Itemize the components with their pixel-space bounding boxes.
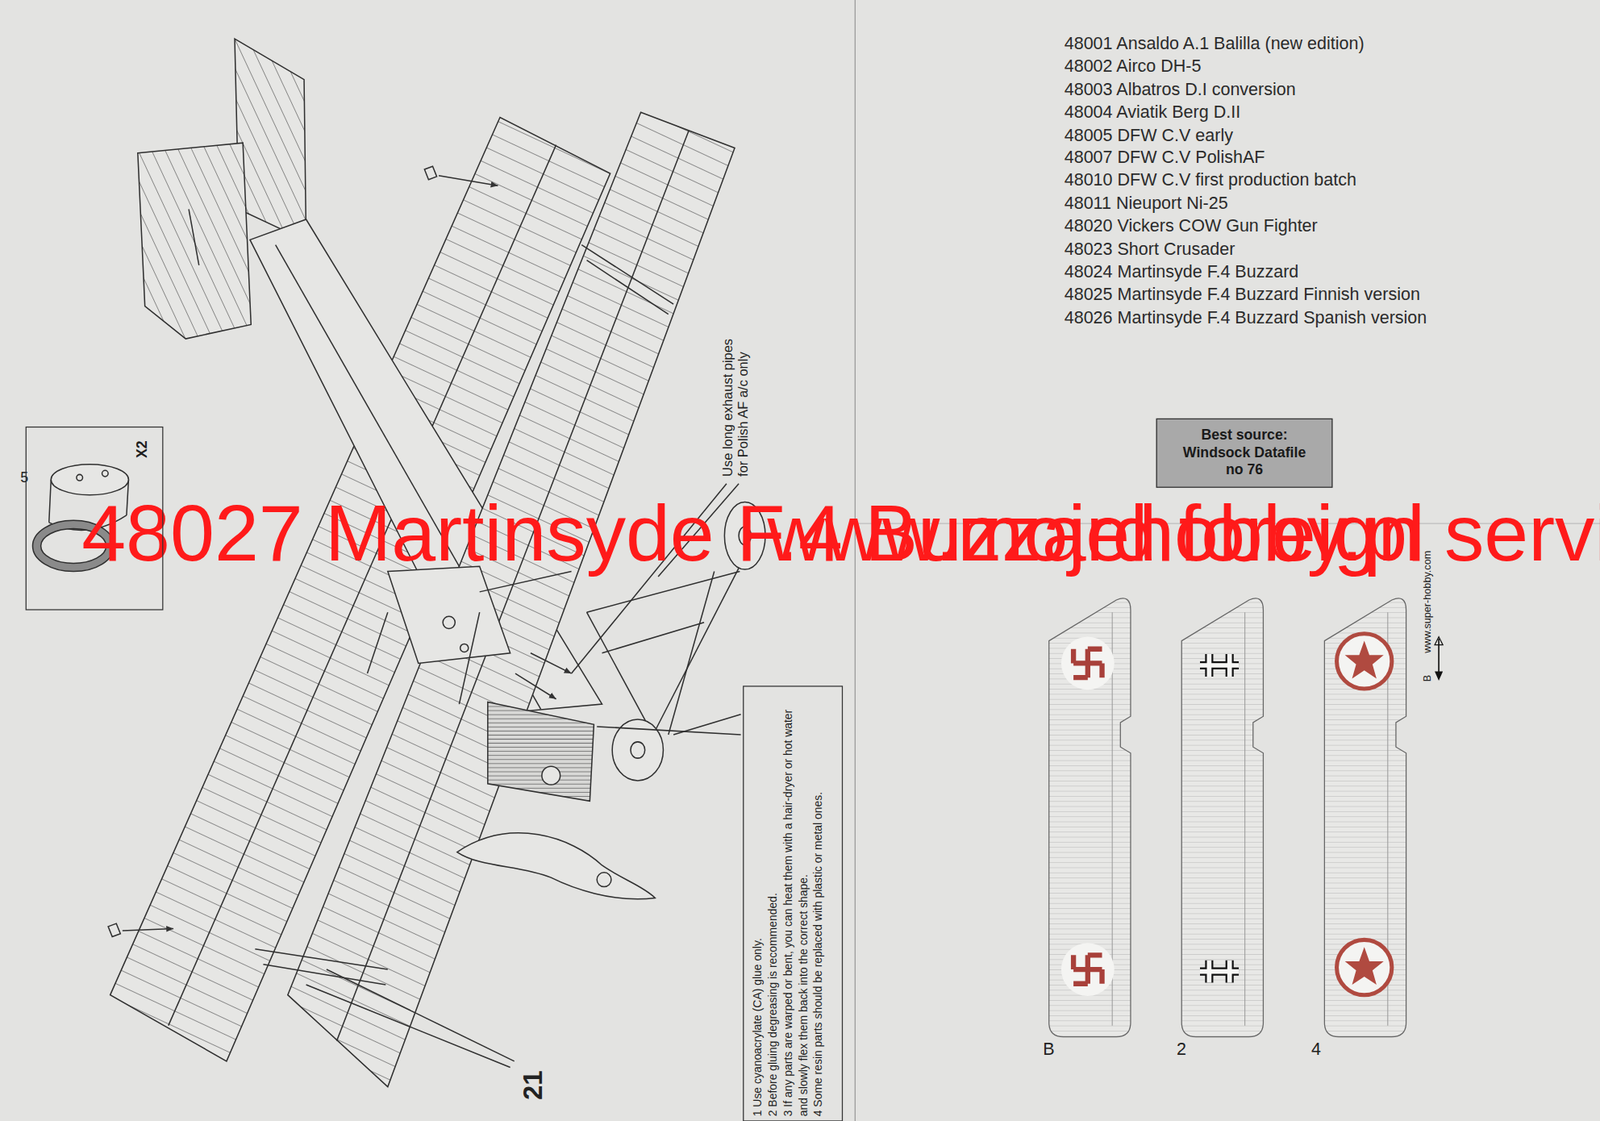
box-text: Best source: Windsock Datafile no 76 bbox=[1174, 426, 1314, 479]
box-text: X2 bbox=[134, 440, 150, 459]
box-text-block: Best source: Windsock Datafile no 76 bbox=[1174, 419, 1314, 479]
kit-list-item: 48002 Airco DH-5 bbox=[1064, 56, 1202, 77]
option-number: 4 bbox=[1311, 1039, 1321, 1060]
kit-list-item: 48005 DFW C.V early bbox=[1064, 125, 1234, 146]
kit-list-item: 48004 Aviatik Berg D.II bbox=[1064, 102, 1241, 123]
kit-list-item: 48011 Nieuport Ni-25 bbox=[1064, 193, 1229, 214]
notes-box: 1 Use cyanoacrylate (CA) glue only.2 Bef… bbox=[742, 685, 843, 1121]
note-label: Use long exhaust pipes for Polish AF a/c… bbox=[721, 323, 753, 477]
kit-list-item: 48020 Vickers COW Gun Fighter bbox=[1064, 216, 1318, 237]
axis-letter: www.super-hobby.com bbox=[1421, 550, 1434, 654]
label: 5 bbox=[20, 469, 29, 486]
watermark: www.mojehobby.pl bbox=[767, 487, 1426, 580]
note-item: 2 Before gluing degreasing is recommende… bbox=[765, 692, 781, 1117]
source-box: Best source: Windsock Datafile no 76 bbox=[1156, 418, 1334, 488]
note-item: 3 If any parts are warped or bent, you c… bbox=[780, 692, 812, 1117]
detail-inset-box: X2 bbox=[25, 426, 164, 611]
note-item: 1 Use cyanoacrylate (CA) glue only. bbox=[750, 692, 766, 1117]
kit-list-item: 48001 Ansaldo A.1 Balilla (new edition) bbox=[1064, 33, 1365, 55]
notes-text-block: 1 Use cyanoacrylate (CA) glue only.2 Bef… bbox=[750, 692, 826, 1117]
kit-list-item: 48024 Martinsyde F.4 Buzzard bbox=[1064, 262, 1300, 283]
kit-list-item: 48026 Martinsyde F.4 Buzzard Spanish ver… bbox=[1064, 308, 1428, 329]
option-number: B bbox=[1042, 1039, 1055, 1060]
kit-list-item: 48023 Short Crusader bbox=[1064, 239, 1236, 260]
kit-list-item: 48010 DFW C.V first production batch bbox=[1064, 170, 1357, 192]
option-number: 2 bbox=[1176, 1039, 1187, 1060]
step-number: 21 bbox=[518, 1070, 550, 1100]
kit-list-item: 48007 DFW C.V PolishAF bbox=[1064, 147, 1266, 168]
axis-letter: B bbox=[1421, 675, 1434, 682]
note-item: 4 Some resin parts should be replaced wi… bbox=[810, 692, 826, 1117]
kit-list-item: 48003 Albatros D.I conversion bbox=[1064, 79, 1296, 100]
kit-list-item: 48025 Martinsyde F.4 Buzzard Finnish ver… bbox=[1064, 285, 1421, 306]
